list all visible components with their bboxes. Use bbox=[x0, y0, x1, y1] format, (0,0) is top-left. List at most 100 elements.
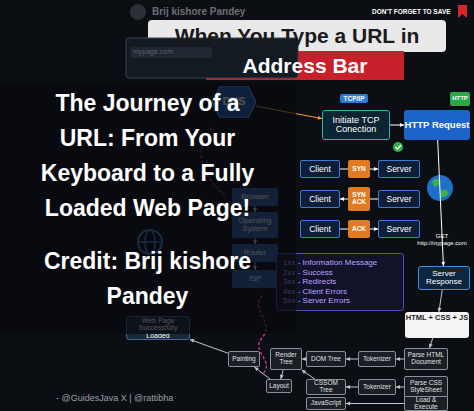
node-text: SYN bbox=[352, 166, 365, 173]
server-box: Server bbox=[378, 160, 420, 178]
arrow-head bbox=[302, 357, 306, 361]
connector-arrow bbox=[438, 290, 443, 312]
arrow-head bbox=[374, 227, 378, 231]
client-box: Client bbox=[300, 160, 340, 178]
node-text: Parse CSS StyleSheet bbox=[405, 380, 447, 394]
arrow-head bbox=[190, 339, 194, 343]
node-text: Server bbox=[386, 165, 411, 174]
connector-line bbox=[281, 370, 283, 379]
process-box: Server Response bbox=[418, 266, 470, 290]
connector-line bbox=[346, 387, 358, 388]
connector-line bbox=[370, 229, 378, 230]
arrow-head bbox=[302, 370, 306, 374]
http-icon bbox=[450, 92, 470, 106]
connector-line bbox=[396, 359, 404, 360]
connector-line bbox=[254, 367, 270, 379]
arrow-head bbox=[429, 344, 433, 348]
connector-arrow bbox=[396, 357, 404, 361]
node-text: ACK bbox=[352, 226, 366, 233]
arrow-head bbox=[400, 123, 404, 127]
arrow-head bbox=[396, 385, 400, 389]
node-text: Client bbox=[309, 165, 331, 174]
node-text: Tokenizer bbox=[363, 356, 391, 363]
connector-line bbox=[370, 199, 378, 200]
arrow-head bbox=[441, 262, 445, 266]
arrow-head bbox=[346, 385, 350, 389]
process-box: CSSOM Tree bbox=[306, 379, 346, 395]
process-box: Parse CSS StyleSheet bbox=[404, 376, 448, 398]
connector-line bbox=[302, 370, 315, 379]
connector-line bbox=[340, 229, 348, 230]
connector-arrow bbox=[302, 370, 315, 379]
process-box: DOM Tree bbox=[306, 351, 346, 367]
connector-arrow bbox=[346, 357, 358, 361]
connector-line bbox=[438, 140, 444, 266]
node-text: Tokenizer bbox=[363, 384, 391, 391]
connector-arrow bbox=[370, 227, 378, 231]
overlay-heading: The Journey of a URL: From Your Keyboard… bbox=[30, 86, 265, 226]
arrow-head bbox=[438, 308, 442, 312]
arrow-head bbox=[346, 402, 350, 406]
server-box: Server bbox=[378, 190, 420, 208]
connector-line bbox=[346, 403, 404, 404]
process-box: Tokenizer bbox=[358, 351, 396, 367]
process-box: Parse HTML Document bbox=[404, 348, 448, 370]
connector-arrow bbox=[390, 123, 404, 127]
node-text: Server bbox=[386, 195, 411, 204]
arrow-head bbox=[280, 375, 284, 379]
connector-line bbox=[340, 169, 348, 170]
protocol-tag: TCP/IP bbox=[340, 94, 368, 103]
connector-arrow bbox=[370, 167, 378, 171]
node-text: Parse HTML Document bbox=[405, 352, 447, 366]
arrow-head bbox=[254, 367, 258, 371]
check-mark bbox=[396, 145, 402, 149]
node-text: JavaScript bbox=[311, 400, 341, 407]
avatar bbox=[130, 4, 146, 20]
resource-box: HTML + CSS + JS bbox=[405, 312, 469, 338]
connector-line bbox=[190, 340, 228, 354]
node-text: Painting bbox=[232, 356, 256, 363]
connector-arrow bbox=[190, 339, 228, 353]
diagram-title: When You Type a URL in bbox=[148, 22, 446, 50]
url-text: mypage.com bbox=[133, 48, 211, 55]
http-tag: HTTP bbox=[450, 95, 470, 101]
node-text: Server Response bbox=[419, 270, 469, 287]
node-text: HTML + CSS + JS bbox=[406, 314, 468, 322]
bookmark-icon bbox=[458, 5, 467, 18]
address-bar bbox=[130, 47, 212, 58]
connector-arrow bbox=[438, 140, 446, 266]
node-text: SYN ACK bbox=[348, 192, 370, 206]
node-text: DOM Tree bbox=[311, 356, 341, 363]
node-text: Load & Execute bbox=[405, 397, 447, 411]
connector-arrow bbox=[280, 370, 284, 379]
footer-credit: - @GuidesJava X | @rattibha bbox=[56, 393, 256, 403]
connector-arrow bbox=[340, 197, 348, 201]
subtitle: Address Bar bbox=[206, 52, 404, 80]
process-box: Initiate TCP Conection bbox=[322, 110, 390, 140]
client-box: Client bbox=[300, 190, 340, 208]
node-text: HTTP Request bbox=[405, 120, 470, 130]
check-badge bbox=[393, 142, 403, 152]
process-box: JavaScript bbox=[306, 397, 346, 410]
connector-line bbox=[396, 387, 404, 388]
earth-land bbox=[432, 179, 449, 197]
connector-line bbox=[346, 359, 358, 360]
connector-line bbox=[340, 199, 348, 200]
process-box: Tokenizer bbox=[358, 379, 396, 395]
connector-line bbox=[390, 125, 404, 126]
connector-arrow bbox=[370, 199, 378, 200]
overlay-credit: Credit: Brij kishore Pandey bbox=[30, 244, 265, 314]
connector-arrow bbox=[340, 229, 348, 230]
connector-arrow bbox=[254, 367, 270, 379]
arrow-head bbox=[396, 357, 400, 361]
node-text: Client bbox=[309, 195, 331, 204]
arrow-head bbox=[318, 116, 322, 120]
connector-line bbox=[439, 290, 442, 312]
packet-box: SYN ACK bbox=[348, 187, 370, 211]
process-box: Render Tree bbox=[270, 348, 302, 370]
node-text: 1xx - Information Message bbox=[283, 258, 377, 268]
connector-arrow bbox=[396, 385, 404, 389]
node-text: Initiate TCP Conection bbox=[323, 116, 389, 135]
